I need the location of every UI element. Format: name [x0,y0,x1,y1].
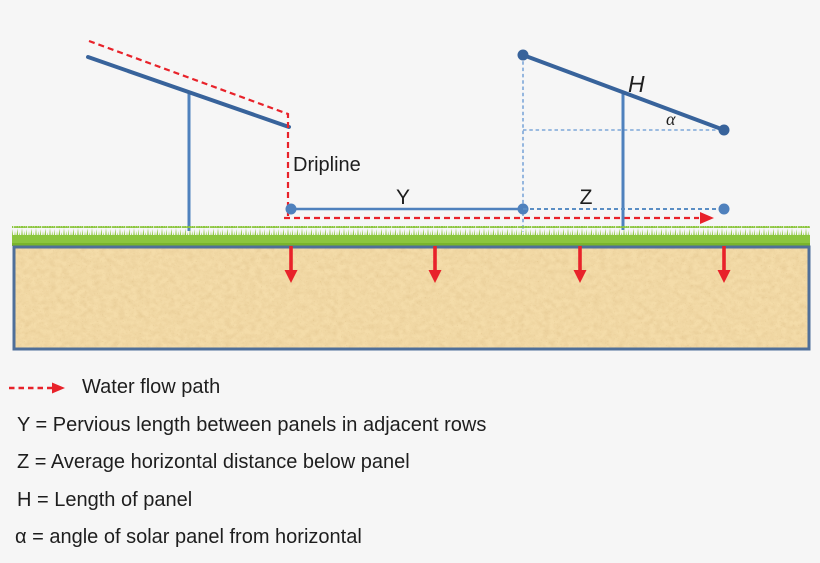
right-panel-surface [521,53,726,132]
y-label: Y [396,186,410,209]
y-left-dot [285,203,297,215]
water-flow-arrow-icon [9,382,65,393]
z-dimension: Z [523,186,730,215]
dripline-label: Dripline [293,154,361,176]
grass-shadow-line [12,243,810,246]
dripline-flow-line [88,39,290,216]
legend-water-flow-row: Water flow path [8,376,220,399]
right-solar-panel [517,49,730,232]
z-label: Z [580,186,593,209]
y-dimension: Y [285,186,529,215]
infiltration-arrow [717,246,731,283]
infiltration-arrow [573,246,587,283]
definition-z: Z = Average horizontal distance below pa… [17,451,410,473]
ground-flow-arrowhead [700,212,714,224]
definition-y: Y = Pervious length between panels in ad… [17,414,487,436]
infiltration-arrow [284,246,298,283]
left-solar-panel [86,55,291,231]
grass-band [12,235,810,246]
ground-cross-section [12,226,811,351]
panel-top-end-dot [517,49,529,61]
definition-alpha: α = angle of solar panel from horizontal [15,526,362,548]
soil-block-border [12,245,811,351]
water-flow-label: Water flow path [82,376,221,398]
diagram-canvas: Y Z H α Dripline [12,39,811,351]
soil-texture [14,247,809,349]
left-panel-surface [86,55,291,129]
z-right-dot [718,203,730,215]
infiltration-arrows [284,246,731,283]
water-flow-path [88,39,714,224]
infiltration-arrow [428,246,442,283]
definition-h: H = Length of panel [17,489,193,511]
panel-bottom-end-dot [718,124,730,136]
panel-angle-label: α [666,109,676,129]
panel-length-label: H [628,71,645,97]
